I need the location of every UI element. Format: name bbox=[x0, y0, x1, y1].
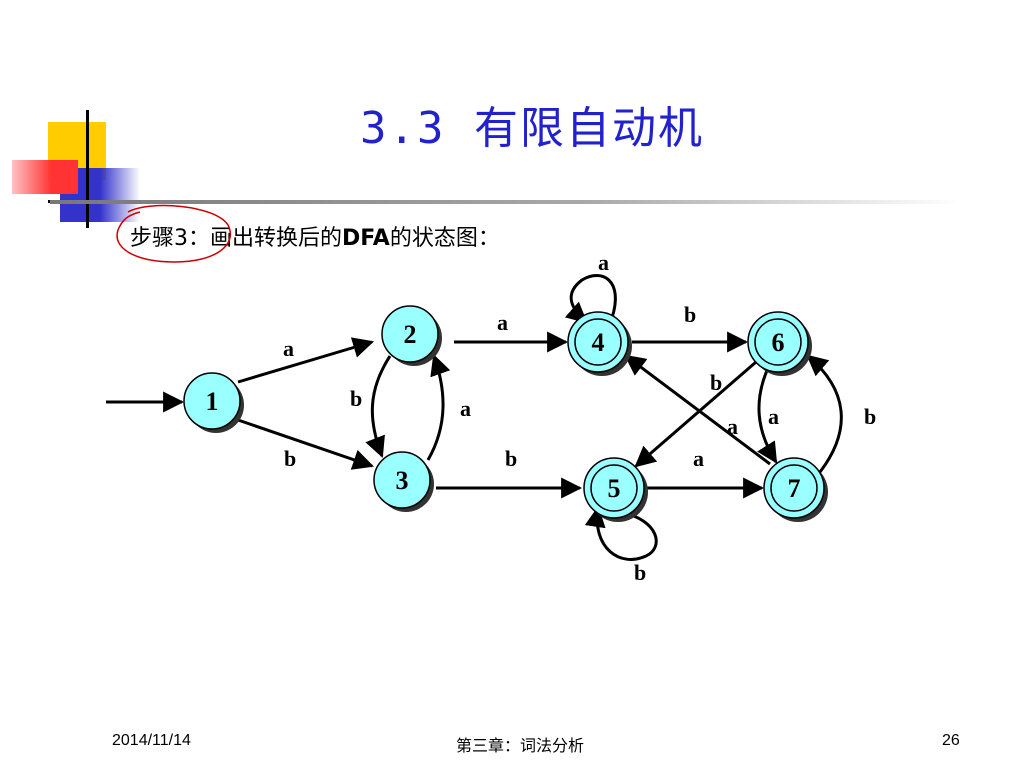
state-label-7: 7 bbox=[788, 474, 801, 503]
state-label-1: 1 bbox=[206, 387, 219, 416]
title-underline bbox=[50, 200, 960, 204]
edge-2-3 bbox=[365, 355, 392, 458]
edge-label-5-7: a bbox=[693, 446, 704, 471]
edge-4-4 bbox=[564, 274, 617, 324]
edge-label-7-6: b bbox=[864, 404, 876, 429]
edge-3-2 bbox=[426, 354, 451, 461]
edge-label-5-5: b bbox=[634, 560, 646, 585]
step-text-1: ：画出转换后的 bbox=[188, 226, 343, 251]
edge-1-3 bbox=[237, 418, 374, 470]
footer-date: 2014/11/14 bbox=[112, 732, 191, 749]
annotation-scribble bbox=[116, 204, 231, 263]
edge-6-5 bbox=[634, 360, 757, 468]
footer-chapter: 第三章：词法分析 bbox=[456, 738, 585, 755]
edge-5-5 bbox=[584, 505, 658, 561]
state-node-4: 4 bbox=[567, 311, 632, 376]
footer-page-number: 26 bbox=[942, 732, 960, 749]
step-caption: 步骤3：画出转换后的DFA的状态图： bbox=[130, 220, 500, 252]
decor-red-block bbox=[12, 160, 78, 194]
decor-vertical-line bbox=[86, 110, 89, 228]
edge-label-4-4: a bbox=[598, 250, 609, 275]
state-node-6: 6 bbox=[747, 311, 812, 376]
step-prefix: 步骤3 bbox=[130, 226, 188, 251]
edge-label-7-4: b bbox=[710, 370, 722, 395]
edge-6-7 bbox=[757, 367, 778, 464]
edge-1-2 bbox=[237, 337, 375, 384]
edge-7-4 bbox=[624, 354, 771, 466]
state-node-5: 5 bbox=[583, 457, 648, 522]
step-text-2: 的状态图： bbox=[389, 226, 500, 251]
step-dfa: DFA bbox=[342, 226, 390, 251]
state-node-1: 1 bbox=[183, 372, 244, 433]
edge-label-6-7: a bbox=[768, 404, 779, 429]
edge-label-2-4: a bbox=[497, 310, 508, 335]
edge-label-1-3: b bbox=[284, 446, 296, 471]
state-label-3: 3 bbox=[396, 466, 409, 495]
state-node-2: 2 bbox=[381, 305, 442, 366]
state-label-2: 2 bbox=[404, 320, 417, 349]
edge-label-3-2: a bbox=[460, 396, 471, 421]
state-node-3: 3 bbox=[373, 451, 434, 512]
edge-label-2-3: b bbox=[350, 386, 362, 411]
state-label-6: 6 bbox=[772, 328, 785, 357]
edge-label-6-5: a bbox=[727, 414, 738, 439]
state-label-4: 4 bbox=[592, 328, 605, 357]
state-label-5: 5 bbox=[608, 474, 621, 503]
edge-7-6 bbox=[806, 354, 843, 473]
edge-label-4-6: b bbox=[684, 302, 696, 327]
edge-label-3-5: b bbox=[505, 446, 517, 471]
slide-title: 3.3 有限自动机 bbox=[360, 103, 704, 154]
edge-label-1-2: a bbox=[283, 336, 294, 361]
state-node-7: 7 bbox=[763, 457, 828, 522]
